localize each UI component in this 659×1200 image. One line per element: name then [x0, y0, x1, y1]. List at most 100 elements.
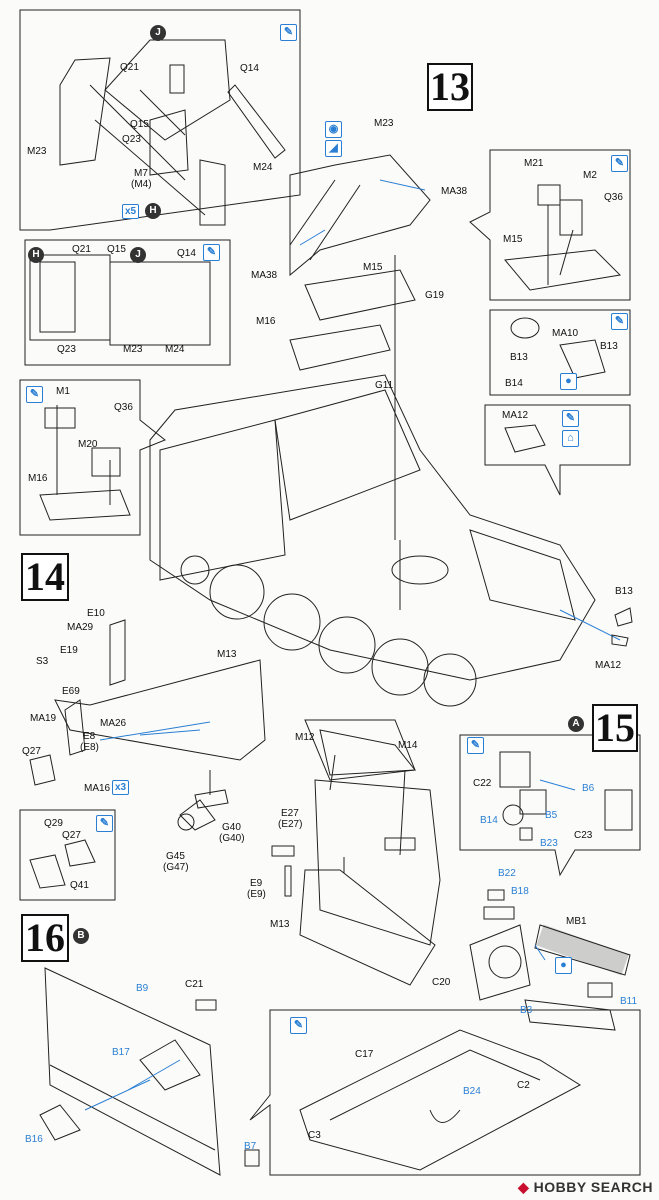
step-marker-a: A	[568, 716, 584, 732]
part-label-M24: M24	[253, 162, 273, 173]
callout-box-14a	[19, 379, 166, 536]
callout-box-16	[249, 1009, 641, 1176]
count-badge-x3: x3	[112, 780, 130, 795]
part-label-MA19: MA19	[30, 713, 57, 724]
part-label-MA29: MA29	[67, 622, 94, 633]
part-label-B13: B13	[510, 352, 528, 363]
part-label-Q15: Q15	[130, 119, 149, 130]
part-label-B14: B14	[480, 815, 498, 826]
part-label-MA12: MA12	[502, 410, 529, 421]
rail-part	[44, 967, 221, 1176]
part-label-S3: S3	[36, 656, 49, 667]
part-label-MA38: MA38	[251, 270, 278, 281]
inset-box-13d	[484, 404, 631, 496]
part-label-M7: M7	[134, 168, 148, 179]
marker-h-1: H	[145, 203, 161, 219]
part-label-M21: M21	[524, 158, 544, 169]
part-label-Q23: Q23	[122, 134, 141, 145]
part-label-Q27: Q27	[22, 746, 41, 757]
part-label-B17: B17	[112, 1047, 130, 1058]
paint-brush-icon: ✎	[290, 1017, 307, 1034]
part-label-M14: M14	[398, 740, 418, 751]
part-label-E69: E69	[62, 686, 80, 697]
part-label-B22: B22	[498, 868, 516, 879]
part-label-M2: M2	[583, 170, 597, 181]
part-label-G45: G45	[166, 851, 185, 862]
step-marker-b: B	[73, 928, 89, 944]
part-label-MA38: MA38	[441, 186, 468, 197]
part-label-G40: G40	[222, 822, 241, 833]
inset-box-13c	[489, 309, 631, 396]
callout-box-15	[459, 734, 641, 877]
glue-icon: ◢	[325, 140, 342, 157]
part-label-E27-alt: (E27)	[278, 819, 303, 830]
paint-brush-icon: ✎	[611, 155, 628, 172]
watermark-logo: ◆ HOBBY SEARCH	[518, 1179, 653, 1195]
m13-part	[54, 659, 266, 761]
part-label-M20: M20	[78, 439, 98, 450]
part-label-C2: C2	[517, 1080, 530, 1091]
count-badge-x5: x5	[122, 204, 140, 219]
part-label-E8: E8	[83, 731, 96, 742]
part-label-Q23: Q23	[57, 344, 76, 355]
part-label-B18: B18	[511, 886, 529, 897]
part-label-M16: M16	[28, 473, 48, 484]
paint-brush-icon: ✎	[280, 24, 297, 41]
part-label-E9-alt: (E9)	[247, 889, 266, 900]
watermark-brand: HOBBY	[533, 1179, 587, 1195]
step-15-box: 15	[592, 704, 638, 752]
callout-box-13b	[469, 149, 631, 301]
part-label-E8-alt: (E8)	[80, 742, 99, 753]
part-label-C23: C23	[574, 830, 593, 841]
part-label-Q21: Q21	[72, 244, 91, 255]
part-label-G40-alt: (G40)	[219, 833, 245, 844]
part-label-G11: G11	[375, 380, 394, 391]
part-label-C22: C22	[473, 778, 492, 789]
part-label-C21: C21	[185, 979, 204, 990]
part-label-B13: B13	[615, 586, 633, 597]
watermark-suffix: SEARCH	[586, 1179, 653, 1195]
part-label-MA16: MA16	[84, 783, 111, 794]
part-label-Q15: Q15	[107, 244, 126, 255]
inset-box-13a	[24, 239, 231, 366]
paint-brush-icon: ✎	[562, 410, 579, 427]
part-label-M12: M12	[295, 732, 315, 743]
part-label-M23: M23	[123, 344, 143, 355]
glue-icon: ◉	[325, 121, 342, 138]
part-label-MA26: MA26	[100, 718, 127, 729]
inset-box-14b	[19, 809, 116, 901]
part-label-M24: M24	[165, 344, 185, 355]
part-label-M23: M23	[27, 146, 47, 157]
part-label-Q29: Q29	[44, 818, 63, 829]
paint-brush-icon: ✎	[96, 815, 113, 832]
paint-brush-icon: ✎	[467, 737, 484, 754]
part-label-M15: M15	[363, 262, 383, 273]
part-label-Q14: Q14	[240, 63, 259, 74]
part-label-E9: E9	[250, 878, 263, 889]
part-label-Q36: Q36	[114, 402, 133, 413]
part-label-G47: (G47)	[163, 862, 189, 873]
glue-icon: ⌂	[562, 430, 579, 447]
part-label-M13: M13	[217, 649, 237, 660]
glue-icon: ●	[560, 373, 577, 390]
marker-j-1: J	[150, 25, 166, 41]
paint-brush-icon: ✎	[203, 244, 220, 261]
step-16-box: 16	[21, 914, 69, 962]
part-label-B23: B23	[540, 838, 558, 849]
part-label-C20: C20	[432, 977, 451, 988]
marker-h-2: H	[28, 247, 44, 263]
part-label-E27: E27	[281, 808, 299, 819]
part-label-B14: B14	[505, 378, 523, 389]
part-label-M13: M13	[270, 919, 290, 930]
vehicle-hull	[149, 374, 596, 681]
part-label-Q21: Q21	[120, 62, 139, 73]
part-label-B13: B13	[600, 341, 618, 352]
part-label-B11: B11	[620, 996, 638, 1007]
paint-brush-icon: ✎	[611, 313, 628, 330]
part-label-B16: B16	[25, 1134, 43, 1145]
part-label-Q36: Q36	[604, 192, 623, 203]
part-label-E19: E19	[60, 645, 78, 656]
part-label-G19: G19	[425, 290, 444, 301]
part-label-B5: B5	[545, 810, 558, 821]
